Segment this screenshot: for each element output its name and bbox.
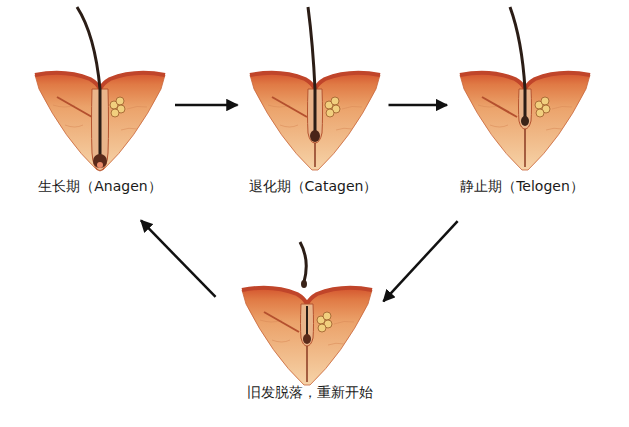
stage-node: 生长期（Anagen）: [30, 5, 170, 199]
hair-bulb: [303, 334, 311, 344]
hair-shaft: [510, 7, 525, 119]
cycle-arrow: [383, 221, 457, 301]
cycle-arrow: [389, 104, 448, 107]
stage-label: 静止期（Telogen）: [460, 177, 584, 195]
skin-section: [242, 288, 372, 385]
cycle-arrow: [141, 220, 216, 296]
stage-node: 退化期（Catagen）: [243, 5, 384, 199]
stage-label: 生长期（Anagen）: [38, 177, 161, 195]
club-hair: [521, 116, 529, 126]
stage-node: 静止期（Telogen）: [452, 5, 592, 199]
anagen-follicle: [35, 7, 165, 171]
new-hair: [306, 306, 308, 336]
stage-label: 退化期（Catagen）: [249, 177, 378, 195]
stage-label: 旧发脱落，重新开始: [247, 383, 373, 401]
hair-bulb: [310, 130, 320, 142]
hair-sheath: [301, 304, 314, 346]
stage-node: 旧发脱落，重新开始: [240, 238, 380, 405]
hair-shaft: [77, 7, 100, 157]
hair-bulb: [93, 154, 107, 168]
epithelial-strand: [314, 143, 316, 167]
hair-shaft: [308, 7, 315, 133]
telogen-follicle: [460, 7, 590, 170]
catagen-follicle: [250, 7, 380, 170]
shed-hair: [300, 242, 306, 282]
epithelial-strand: [524, 129, 526, 167]
shedding-follicle: [242, 242, 372, 385]
shed-club: [301, 280, 307, 288]
dermal-papilla: [97, 162, 103, 168]
epithelial-strand: [306, 346, 308, 382]
cycle-arrow: [175, 104, 238, 107]
